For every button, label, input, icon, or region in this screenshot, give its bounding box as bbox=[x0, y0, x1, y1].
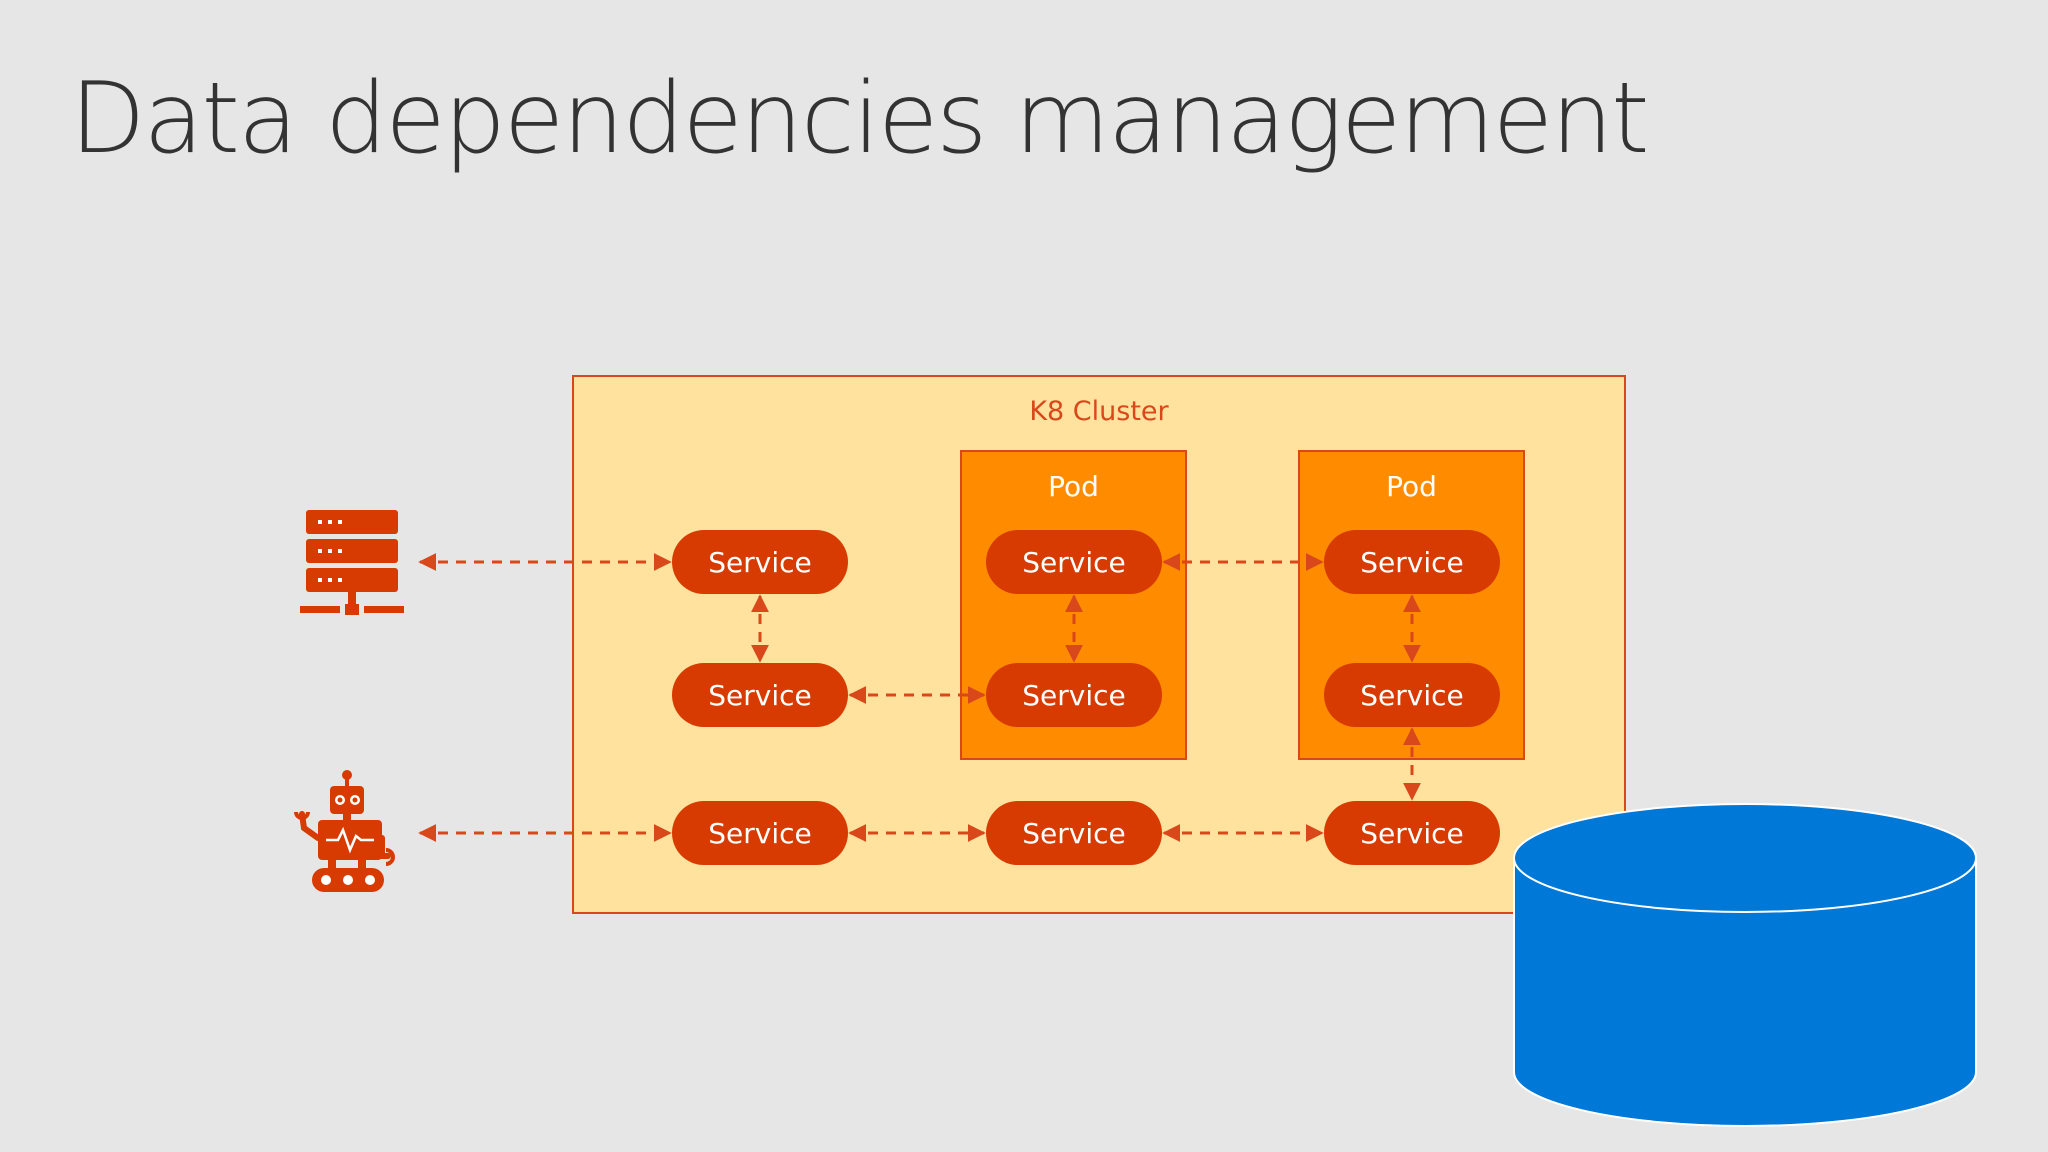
service-node: Service bbox=[1324, 663, 1500, 727]
service-node: Service bbox=[672, 801, 848, 865]
service-node: Service bbox=[1324, 530, 1500, 594]
pod-label-2: Pod bbox=[1386, 470, 1437, 503]
server-icon bbox=[300, 510, 404, 615]
service-node: Service bbox=[986, 801, 1162, 865]
service-node: Service bbox=[1324, 801, 1500, 865]
pod-label-1: Pod bbox=[1048, 470, 1099, 503]
robot-icon bbox=[294, 770, 395, 892]
service-node: Service bbox=[672, 530, 848, 594]
page-title: Data dependencies management bbox=[70, 62, 1650, 176]
k8-cluster-label: K8 Cluster bbox=[1029, 396, 1169, 427]
database-icon bbox=[1513, 803, 1977, 1127]
service-node: Service bbox=[986, 530, 1162, 594]
service-node: Service bbox=[672, 663, 848, 727]
service-node: Service bbox=[986, 663, 1162, 727]
